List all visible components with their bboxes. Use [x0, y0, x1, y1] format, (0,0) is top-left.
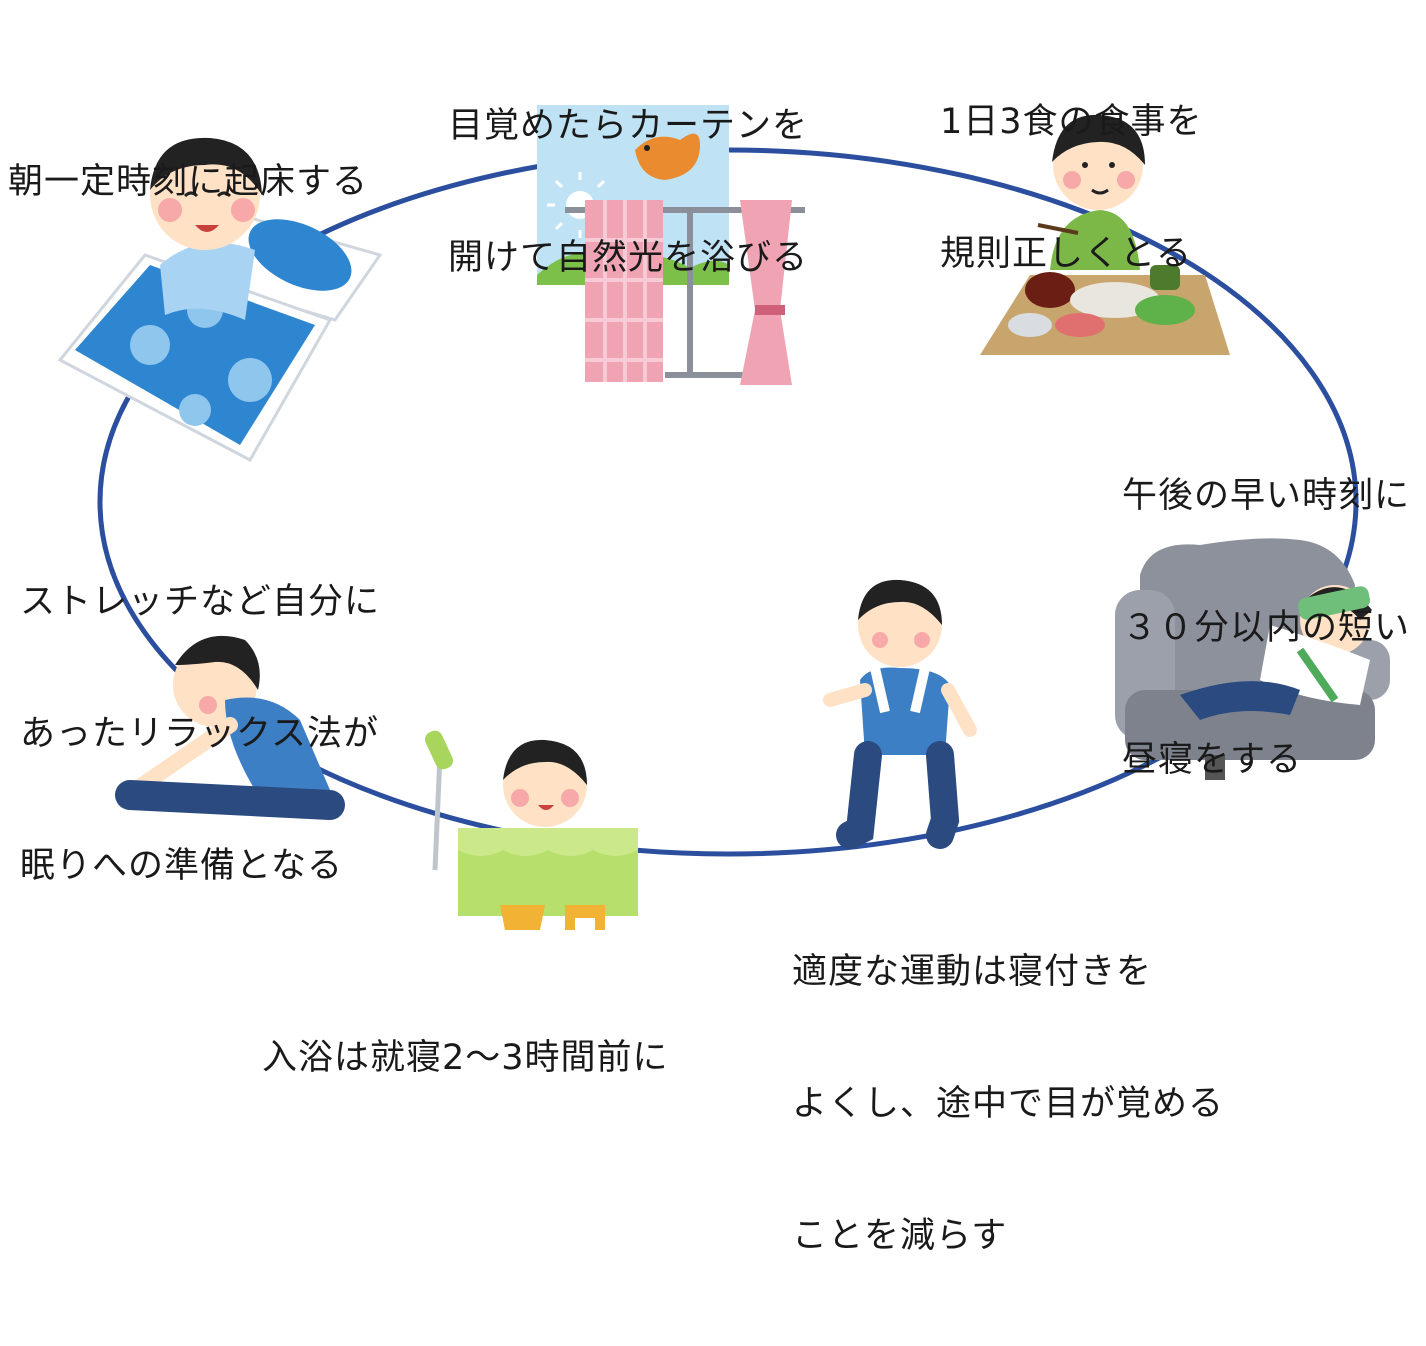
- running-icon: [823, 579, 977, 849]
- window-curtain-icon: [537, 105, 805, 385]
- step-sunlight-label: 目覚めたらカーテンを 開けて自然光を浴びる: [448, 16, 808, 368]
- sleep-habit-cycle-diagram: 朝一定時刻に起床する 目覚めたらカーテンを 開けて自然光を浴びる 1日3食の食事…: [8, 12, 1410, 1256]
- step-sunlight-line-2: 開けて自然光を浴びる: [448, 238, 809, 278]
- step-wake-line-1: 朝一定時刻に起床する: [8, 162, 369, 202]
- step-bath-label: 入浴は就寝2～3時間前に: [262, 948, 669, 1168]
- bathtub-icon: [425, 730, 638, 930]
- step-stretch-line-2: あったリラックス法が: [20, 714, 379, 754]
- step-nap-line-2: ３０分以内の短い: [1122, 608, 1411, 648]
- step-nap-line-1: 午後の早い時刻に: [1122, 476, 1411, 516]
- step-stretch-label: ストレッチなど自分に あったリラックス法が 眠りへの準備となる: [20, 492, 380, 976]
- step-exercise-line-2: よくし、途中で目が覚める: [792, 1084, 1225, 1124]
- meal-icon: [980, 114, 1230, 355]
- step-exercise-label: 適度な運動は寝付きを よくし、途中で目が覚める ことを減らす: [792, 862, 1224, 1346]
- step-bath-line-1: 入浴は就寝2～3時間前に: [262, 1038, 669, 1078]
- step-stretch-line-3: 眠りへの準備となる: [20, 846, 343, 886]
- step-meals-label: 1日3食の食事を 規則正しくとる: [940, 12, 1203, 364]
- futon-waking-icon: [57, 137, 383, 463]
- step-nap-line-3: 昼寝をする: [1122, 740, 1303, 780]
- step-meals-line-2: 規則正しくとる: [940, 234, 1193, 274]
- step-exercise-line-3: ことを減らす: [792, 1216, 1008, 1256]
- step-exercise-line-1: 適度な運動は寝付きを: [792, 952, 1153, 992]
- step-nap-label: 午後の早い時刻に ３０分以内の短い 昼寝をする: [1122, 386, 1410, 870]
- step-sunlight-line-1: 目覚めたらカーテンを: [448, 106, 809, 146]
- stretching-icon: [115, 635, 345, 820]
- cycle-canvas: [57, 105, 1390, 930]
- sofa-nap-icon: [1115, 538, 1390, 780]
- step-wake-label: 朝一定時刻に起床する: [8, 72, 368, 292]
- step-stretch-line-1: ストレッチなど自分に: [20, 582, 381, 622]
- step-meals-line-1: 1日3食の食事を: [940, 102, 1203, 142]
